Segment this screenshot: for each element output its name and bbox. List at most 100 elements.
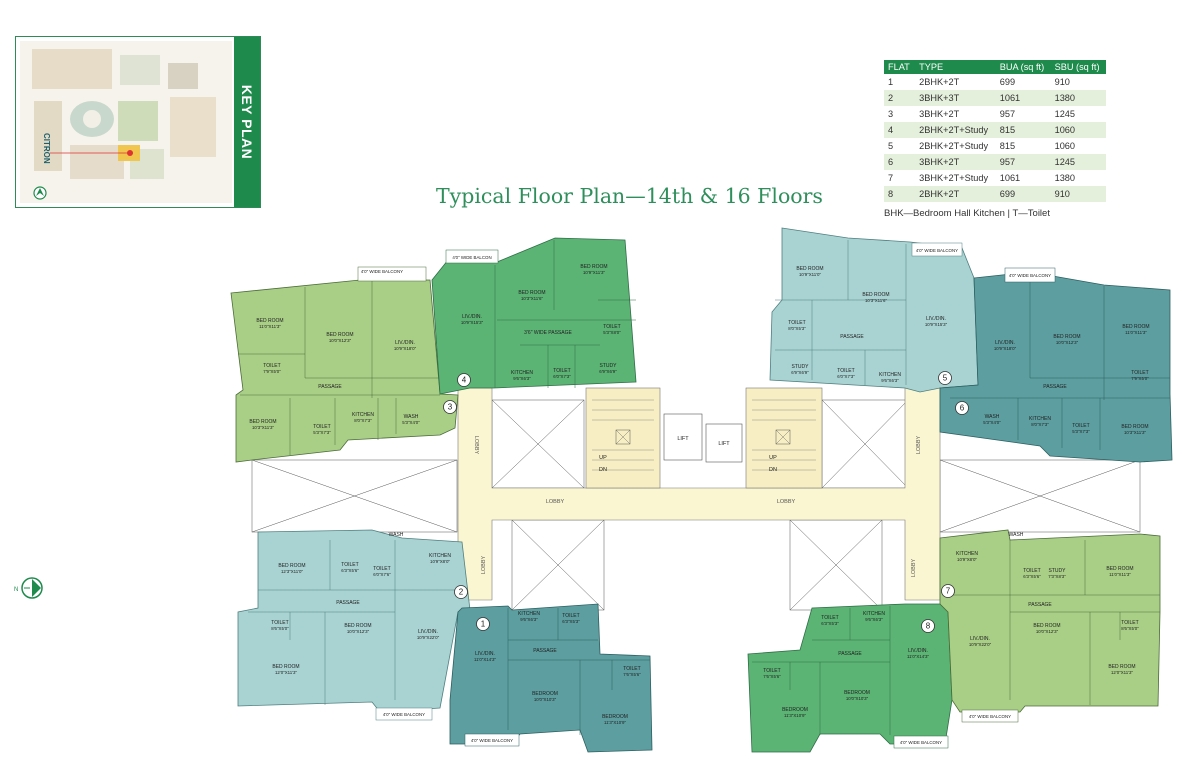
room-dimension: 10'0"X10'3" [846, 696, 869, 701]
room-dimension: 10'9"X22'0" [417, 635, 440, 640]
table-cell: 910 [1054, 77, 1070, 87]
stair-up-label: UP [769, 455, 777, 461]
lobby-label: LOBBY [777, 499, 796, 505]
room-label: BED ROOM [1053, 334, 1080, 340]
room-dimension: 9'6"X6'3" [513, 376, 531, 381]
room-dimension: 11'0"X14'3" [474, 657, 496, 662]
room-dimension: 11'3"X10'9" [784, 713, 806, 718]
passage-label: PASSAGE [1043, 384, 1067, 390]
room-dimension: 10'9"X11'3" [583, 270, 605, 275]
room-label: TOILET [1121, 620, 1138, 626]
flat-6: 4'0" WIDE BALCONY LIV./DIN. 10'9"X18'0" … [939, 267, 1173, 463]
room-dimension: 10'9"X8'0" [957, 557, 977, 562]
room-label: BED ROOM [1108, 664, 1135, 670]
flat-number-3: 3 [448, 403, 453, 412]
room-label: STUDY [600, 363, 618, 369]
room-dimension: 10'9"X18'0" [394, 346, 417, 351]
table-cell: 815 [999, 141, 1016, 151]
table-cell: 699 [999, 77, 1016, 87]
flat-number-6: 6 [960, 404, 965, 413]
room-dimension: 10'3"X11'3" [1124, 430, 1146, 435]
passage-label: PASSAGE [838, 651, 862, 657]
room-label: LIV./DIN. [475, 651, 495, 657]
flat-2: 4'0" WIDE BALCONY BED ROOM 12'3"X11'0" T… [237, 529, 471, 721]
table-cell: 1380 [1054, 173, 1076, 183]
room-label: STUDY [792, 364, 810, 370]
stair-core-right [745, 387, 823, 489]
room-label: BED ROOM [278, 563, 305, 569]
lift-label: LIFT [718, 441, 730, 447]
table-cell: 1060 [1050, 122, 1106, 138]
flat-5: 4'0" WIDE BALCONY BED ROOM 10'9"X11'0" B… [769, 227, 979, 393]
room-dimension: 11'0"X11'3" [1125, 330, 1147, 335]
room-dimension: 10'0"X12'3" [347, 629, 370, 634]
room-label: TOILET [1131, 370, 1148, 376]
lobby-label: LOBBY [546, 499, 565, 505]
table-cell: 1060 [1054, 141, 1076, 151]
table-cell: 3 [888, 109, 894, 119]
room-label: BED ROOM [1121, 424, 1148, 430]
flat-number-1: 1 [481, 620, 486, 629]
room-dimension: 8'0"X7'3" [354, 418, 372, 423]
table-cell: 2BHK+2T [915, 186, 996, 202]
flat-table-header: BUA (sq ft) [995, 60, 1051, 74]
room-dimension: 10'0"X12'3" [1056, 340, 1079, 345]
room-dimension: 8'0"X5'3" [788, 326, 806, 331]
flat-number-markers: 1 2 3 4 5 6 7 8 [443, 371, 969, 633]
balcony-label: 4'0" WIDE BALCONY [969, 714, 1011, 719]
key-plan: CITRON KEY PLAN [15, 36, 261, 208]
table-cell: 3BHK+2T [915, 154, 996, 170]
room-dimension: 12'3"X11'0" [281, 569, 303, 574]
flat-number-4: 4 [462, 376, 467, 385]
room-label: TOILET [562, 613, 579, 619]
room-label: BED ROOM [862, 292, 889, 298]
room-dimension: 11'0"X14'3" [907, 654, 929, 659]
table-cell: 2 [884, 90, 916, 106]
room-label: STUDY [1049, 568, 1067, 574]
room-dimension: 6'3"X5'3" [821, 621, 839, 626]
room-label: TOILET [263, 363, 280, 369]
room-dimension: 6'3"X5'3" [562, 619, 580, 624]
table-cell: 2BHK+2T+Study [915, 122, 996, 138]
room-dimension: 9'6"X6'3" [881, 378, 899, 383]
room-label: WASH [1009, 532, 1024, 538]
room-label: LIV./DIN. [418, 629, 438, 635]
room-label: TOILET [1072, 423, 1089, 429]
room-dimension: 11'0"X11'3" [259, 324, 281, 329]
stair-up-label: UP [599, 455, 607, 461]
room-label: BED ROOM [1106, 566, 1133, 572]
room-dimension: 6'9"X6'9" [791, 370, 809, 375]
room-dimension: 7'3"X8'3" [1048, 574, 1066, 579]
room-label: BEDROOM [602, 714, 628, 720]
room-label: KITCHEN [511, 370, 533, 376]
room-dimension: 10'9"X18'0" [994, 346, 1017, 351]
room-dimension: 10'3"X11'3" [252, 425, 274, 430]
room-dimension: 5'3"X4'0" [402, 420, 420, 425]
room-label: TOILET [313, 424, 330, 430]
room-label: TOILET [837, 368, 854, 374]
table-cell: 1245 [1050, 154, 1106, 170]
room-label: TOILET [1023, 568, 1040, 574]
lift-label: LIFT [677, 436, 689, 442]
room-dimension: 5'3"X7'3" [1072, 429, 1090, 434]
room-dimension: 10'3"X11'6" [521, 296, 543, 301]
svg-text:N: N [14, 587, 18, 593]
room-label: BED ROOM [580, 264, 607, 270]
room-label: TOILET [373, 566, 390, 572]
balcony-label: 4'0" WIDE BALCONY [471, 738, 513, 743]
flat-1: 4'0" WIDE BALCONY KITCHEN 9'6"X6'3" TOIL… [449, 603, 653, 753]
room-dimension: 10'9"X15'3" [925, 322, 948, 327]
passage-label: PASSAGE [840, 334, 864, 340]
balcony-label: 4'0" WIDE BALCON [452, 255, 491, 260]
table-cell: 3BHK+2T+Study [919, 173, 989, 183]
room-dimension: 10'0"X12'3" [329, 338, 352, 343]
room-label: KITCHEN [863, 611, 885, 617]
room-label: TOILET [821, 615, 838, 621]
balcony-label: 4'0" WIDE BALCONY [383, 712, 425, 717]
room-label: TOILET [603, 324, 620, 330]
